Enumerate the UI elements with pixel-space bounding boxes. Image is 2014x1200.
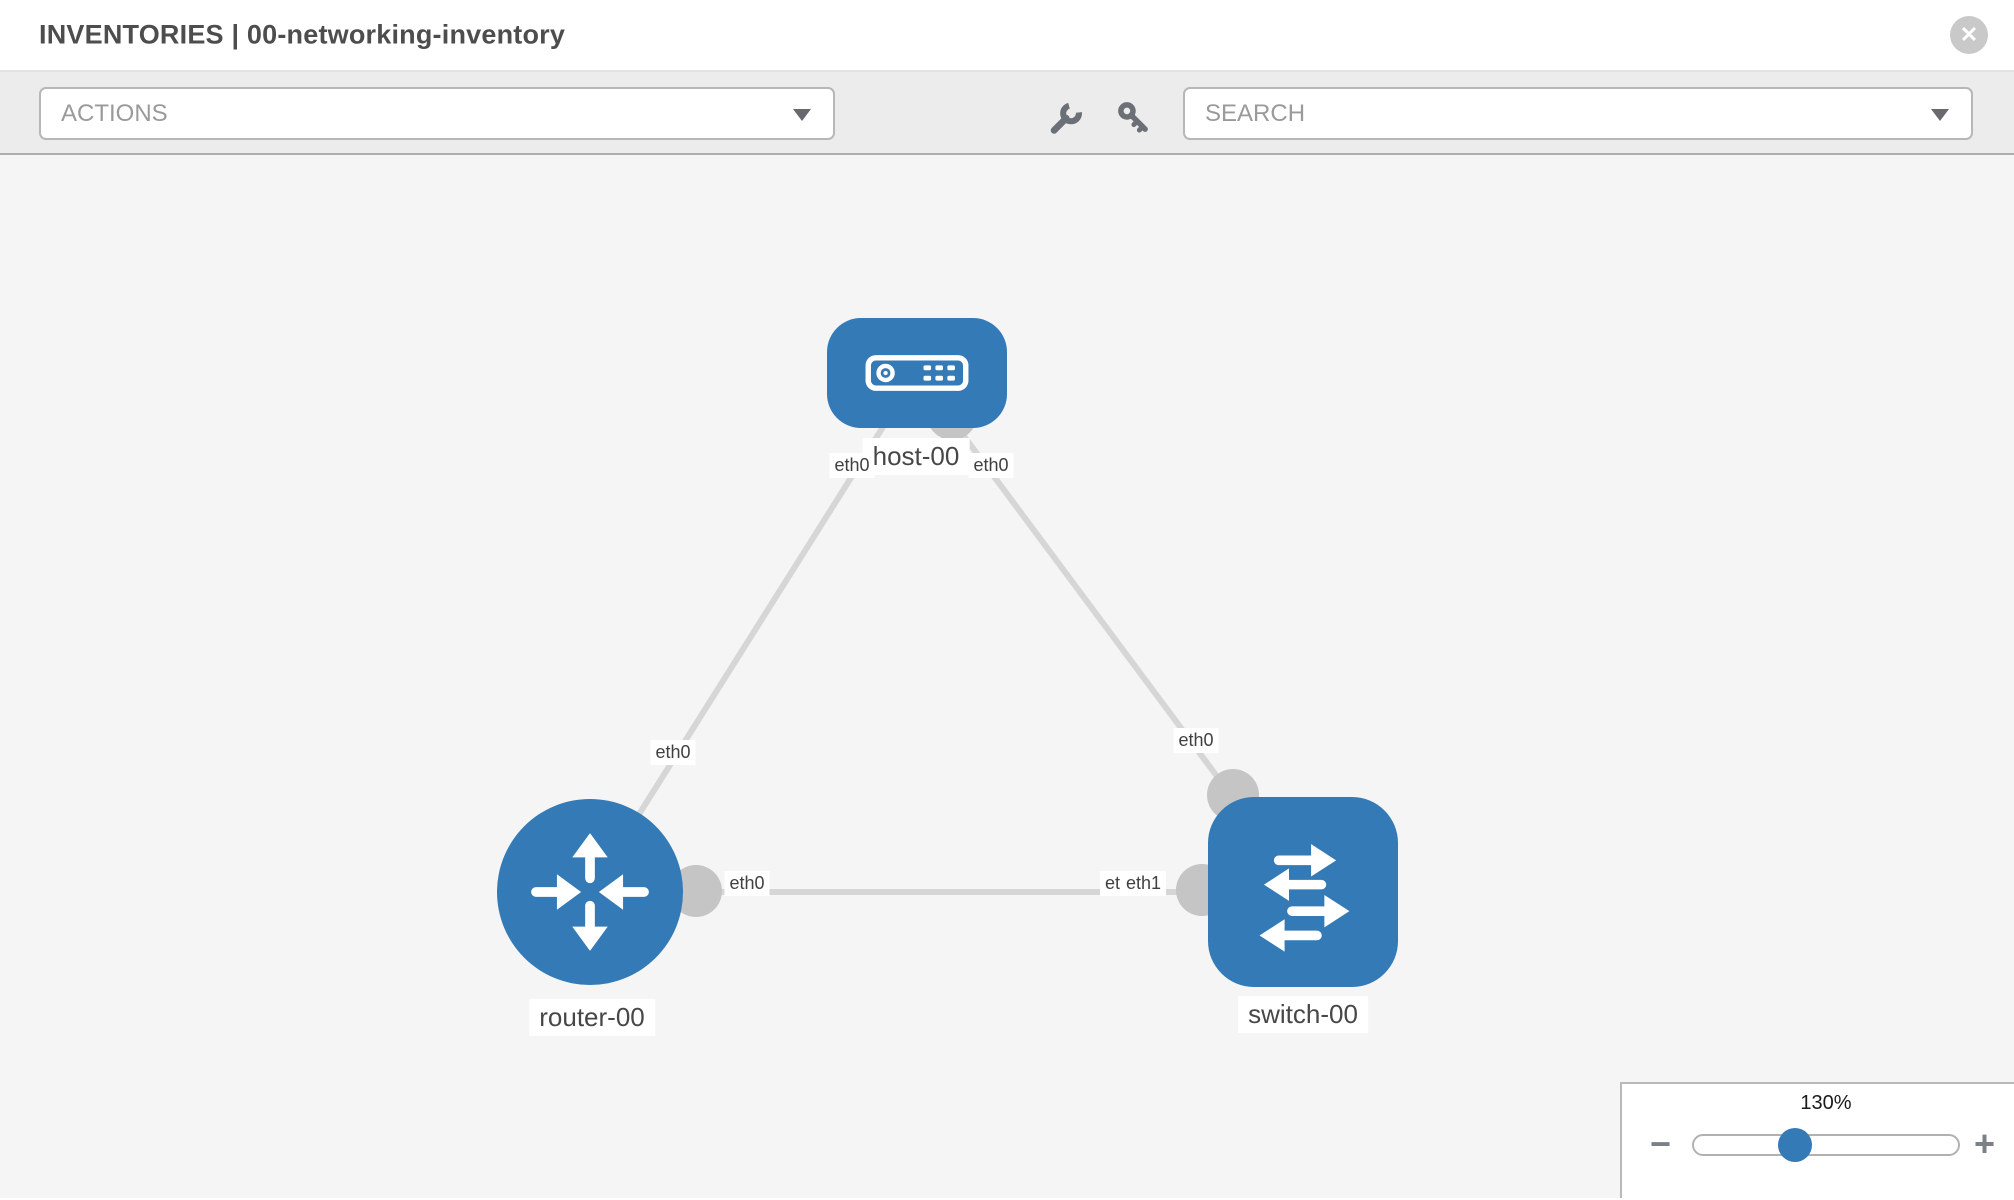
topology-canvas[interactable]: host-00 router-00 switch-00 eth0 eth0 et… <box>0 155 2014 1198</box>
zoom-slider-track[interactable] <box>1692 1134 1960 1156</box>
zoom-level-value: 130% <box>1800 1092 1852 1114</box>
chevron-down-icon <box>793 108 811 121</box>
interface-circle-router <box>670 865 722 917</box>
titlebar: INVENTORIES | 00-networking-inventory ✕ <box>0 0 2014 72</box>
zoom-out-button[interactable]: − <box>1650 1123 1672 1164</box>
switch-arrows-icon <box>1259 844 1350 952</box>
search-placeholder: SEARCH <box>1205 99 1306 127</box>
node-router[interactable] <box>497 799 683 985</box>
topology-edges <box>587 371 1306 917</box>
interface-label-host-eth0-left: eth0 <box>829 453 875 478</box>
breadcrumb-section: INVENTORIES <box>39 19 224 50</box>
interface-label-switch-eth1: eth1 <box>1121 871 1167 896</box>
actions-dropdown-label: ACTIONS <box>61 99 168 127</box>
interface-label-router-eth0-right: eth0 <box>724 871 770 896</box>
wrench-icon[interactable] <box>1048 100 1082 134</box>
server-icon <box>865 355 969 391</box>
zoom-slider-handle[interactable] <box>1778 1128 1812 1162</box>
zoom-panel: 130% − + <box>1620 1082 2014 1198</box>
page-title: INVENTORIES | 00-networking-inventory <box>39 20 565 51</box>
node-switch[interactable] <box>1208 797 1398 987</box>
router-arrows-icon <box>531 833 649 951</box>
toolbar: ACTIONS SEARCH <box>0 72 2014 155</box>
node-label-router: router-00 <box>529 999 655 1036</box>
zoom-in-button[interactable]: + <box>1974 1123 1996 1164</box>
chevron-down-icon <box>1931 108 1949 121</box>
interface-label-host-eth0-right: eth0 <box>968 453 1014 478</box>
breadcrumb-separator: | <box>231 19 240 50</box>
actions-dropdown[interactable]: ACTIONS <box>39 87 835 140</box>
node-label-switch: switch-00 <box>1238 996 1368 1033</box>
close-icon[interactable]: ✕ <box>1950 16 1988 54</box>
interface-label-switch-eth0-top: eth0 <box>1173 728 1219 753</box>
search-dropdown[interactable]: SEARCH <box>1183 87 1973 140</box>
key-icon[interactable] <box>1116 100 1150 134</box>
node-host[interactable] <box>827 318 1007 428</box>
node-label-host: host-00 <box>862 438 970 475</box>
interface-label-router-eth0-top: eth0 <box>650 740 696 765</box>
inventory-name: 00-networking-inventory <box>246 19 566 50</box>
